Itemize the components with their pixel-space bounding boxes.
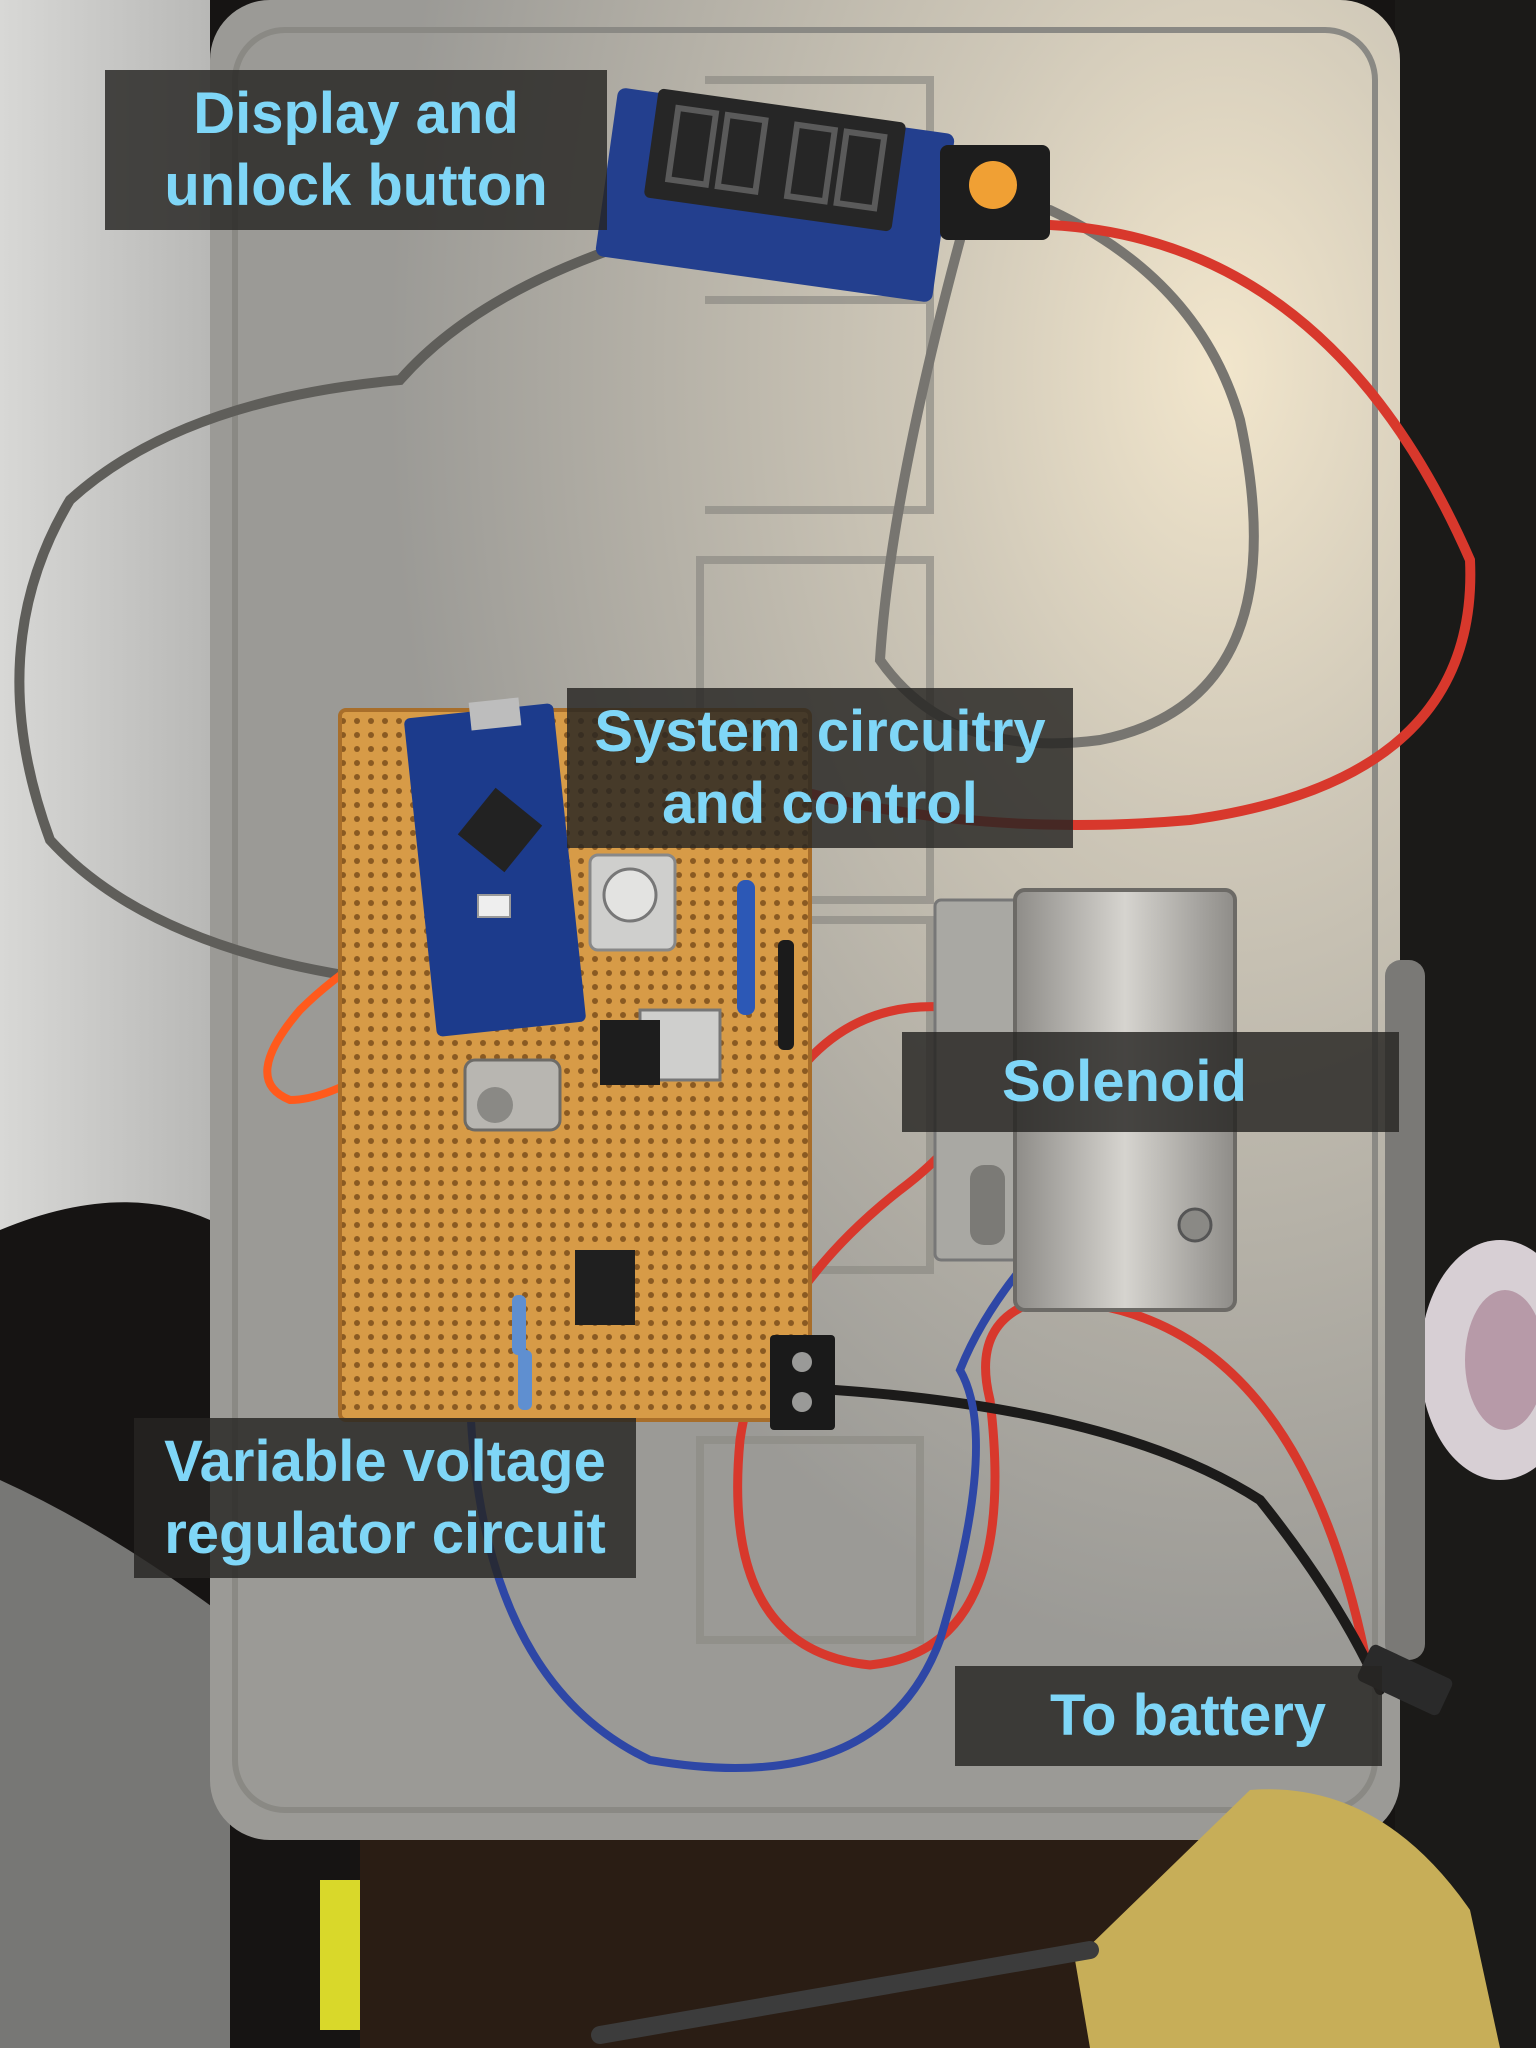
unlock-push-button-cap [969,161,1017,209]
diode-black [778,940,794,1050]
voltage-regulator-body [600,1020,660,1085]
arduino-mcu-chip [457,787,543,873]
arduino-reset-button [477,894,511,918]
resistor [512,1295,526,1355]
gray-wire-button [874,205,1259,749]
capacitor-blue [737,880,755,1015]
solenoid-screw [1177,1207,1213,1243]
soldering-iron [591,1941,1099,2044]
arduino-usb-port [468,697,522,731]
file-tool [1385,960,1425,1660]
label-display-line-1: Display and [193,81,519,146]
screw-terminal-screw-1 [792,1352,812,1372]
toggle-switch-lever [477,1087,513,1123]
mosfet [575,1250,635,1325]
metal-tray-rim [232,27,1378,1813]
label-solenoid-text: Solenoid [1002,1049,1247,1114]
label-system-line-2: and control [662,771,978,836]
display-digits [664,104,888,212]
label-system-line-1: System circuitry [594,699,1046,764]
label-to-battery-text: To battery [1050,1683,1327,1748]
arduino-nano-board [404,703,586,1037]
gray-wire-display [14,245,615,990]
label-variable-voltage-regulator-circuit: Variable voltage regulator circuit [134,1418,636,1578]
white-surface-left-lower [0,1480,230,2048]
potentiometer-knob [602,867,658,923]
resistor-2 [518,1350,532,1410]
yellow-object [320,1880,360,2030]
screw-terminal-screw-2 [792,1392,812,1412]
label-solenoid: Solenoid [902,1032,1399,1132]
label-display-line-2: unlock button [164,153,548,218]
label-to-battery: To battery [955,1666,1382,1766]
label-regulator-line-1: Variable voltage [164,1429,606,1494]
toggle-switch [463,1058,562,1132]
label-regulator-line-2: regulator circuit [164,1501,606,1566]
sponge [1075,1789,1500,2048]
ribbon-cable-roll-core [1465,1290,1536,1430]
solenoid-plunger-slot [970,1165,1005,1245]
label-system-circuitry-and-control: System circuitry and control [567,688,1073,848]
label-display-and-unlock-button: Display and unlock button [105,70,607,230]
screw-terminal [770,1335,835,1430]
battery-connector [1357,1644,1453,1716]
black-wire-battery [830,1385,1385,1695]
